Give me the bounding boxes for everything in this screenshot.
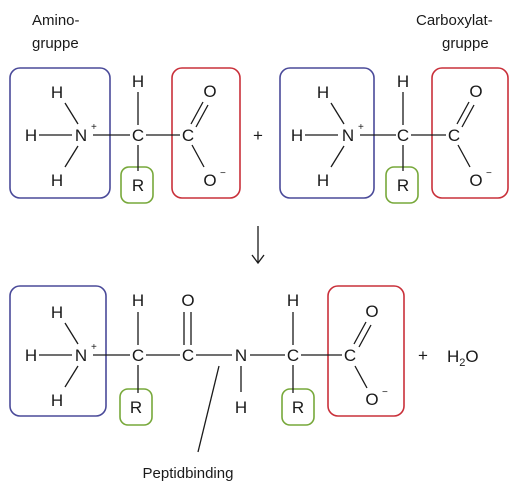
carboxylate-group-box — [431, 67, 509, 199]
amino-acid-2: H H H N + H C R C O O − — [279, 67, 509, 204]
hydrogen-atom: H — [317, 171, 329, 190]
carbon-atom: C — [287, 346, 299, 365]
oxygen-atom: O — [203, 82, 216, 101]
positive-charge: + — [91, 122, 97, 133]
double-bond — [195, 104, 209, 128]
amino-group-box — [279, 67, 375, 199]
carbon-atom: C — [132, 126, 144, 145]
water-subscript: 2 — [459, 357, 465, 369]
hydrogen-atom: H — [287, 291, 299, 310]
carboxylate-group-label-line1: Carboxylat- — [416, 12, 493, 29]
oxygen-atom: O — [469, 171, 482, 190]
water-hydrogen: H — [447, 347, 459, 366]
hydrogen-atom: H — [317, 83, 329, 102]
peptide-bond-pointer — [197, 365, 220, 453]
hydrogen-atom: H — [291, 126, 303, 145]
amino-group-label-line1: Amino- — [32, 12, 80, 29]
bond — [354, 365, 368, 389]
negative-charge: − — [382, 387, 388, 398]
r-group-box — [120, 166, 154, 204]
negative-charge: − — [220, 168, 226, 179]
hydrogen-atom: H — [132, 291, 144, 310]
hydrogen-atom: H — [235, 398, 247, 417]
carboxylate-group-box — [327, 285, 405, 417]
bond — [64, 102, 79, 125]
hydrogen-atom: H — [51, 303, 63, 322]
amino-group-box — [9, 285, 107, 417]
carboxylate-group-box — [171, 67, 241, 199]
nitrogen-atom: N — [235, 346, 247, 365]
double-bond — [456, 101, 470, 125]
hydrogen-atom: H — [51, 171, 63, 190]
r-group-box — [119, 388, 153, 426]
water-molecule: H2O — [447, 347, 479, 369]
bond — [64, 145, 79, 168]
amino-group-label-line2: gruppe — [32, 35, 79, 52]
bond — [64, 365, 79, 388]
double-bond — [190, 101, 204, 125]
nitrogen-atom: N — [342, 126, 354, 145]
double-bond — [461, 104, 475, 128]
double-bond — [353, 321, 367, 345]
negative-charge: − — [486, 168, 492, 179]
r-group: R — [292, 398, 304, 417]
dipeptide: H H H N + H C R O C N H H C R C O O − — [9, 285, 405, 453]
bond — [191, 144, 205, 168]
positive-charge: + — [91, 342, 97, 353]
carbon-atom: C — [397, 126, 409, 145]
peptide-bond-label: Peptidbinding — [143, 465, 234, 482]
hydrogen-atom: H — [51, 391, 63, 410]
bond — [330, 145, 345, 168]
double-bond — [358, 324, 372, 348]
plus-sign: + — [418, 346, 428, 365]
water-oxygen: O — [465, 347, 478, 366]
oxygen-atom: O — [469, 82, 482, 101]
carbon-atom: C — [182, 126, 194, 145]
oxygen-atom: O — [365, 390, 378, 409]
r-group: R — [397, 176, 409, 195]
hydrogen-atom: H — [25, 126, 37, 145]
r-group-box — [281, 388, 315, 426]
r-group-box — [385, 166, 419, 204]
positive-charge: + — [358, 122, 364, 133]
hydrogen-atom: H — [25, 346, 37, 365]
oxygen-atom: O — [365, 302, 378, 321]
arrow-head — [251, 254, 265, 265]
hydrogen-atom: H — [132, 72, 144, 91]
nitrogen-atom: N — [75, 346, 87, 365]
r-group: R — [130, 398, 142, 417]
oxygen-atom: O — [181, 291, 194, 310]
carbon-atom: C — [182, 346, 194, 365]
carbon-atom: C — [344, 346, 356, 365]
oxygen-atom: O — [203, 171, 216, 190]
r-group: R — [132, 176, 144, 195]
amino-acid-1: H H H N + H C R C O O − — [9, 67, 241, 204]
bond — [457, 144, 471, 168]
bond — [330, 102, 345, 125]
plus-sign: + — [253, 126, 263, 145]
hydrogen-atom: H — [51, 83, 63, 102]
carboxylate-group-label-line2: gruppe — [442, 35, 489, 52]
amino-group-box — [9, 67, 111, 199]
hydrogen-atom: H — [397, 72, 409, 91]
carbon-atom: C — [132, 346, 144, 365]
bond — [64, 322, 79, 345]
reaction-arrow — [251, 226, 265, 265]
nitrogen-atom: N — [75, 126, 87, 145]
carbon-atom: C — [448, 126, 460, 145]
